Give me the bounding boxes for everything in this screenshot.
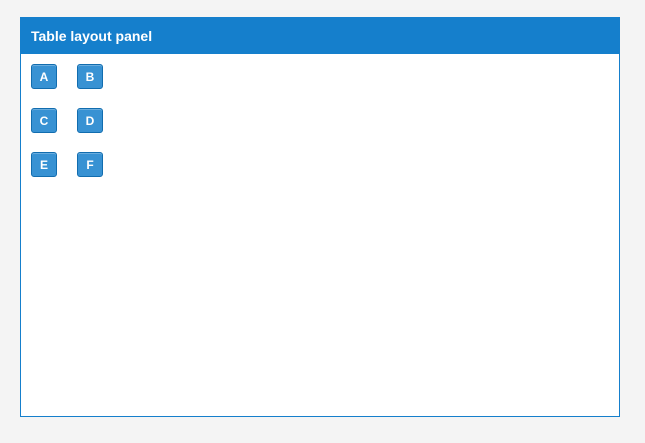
button-table: A B C D E F xyxy=(31,64,103,177)
button-a[interactable]: A xyxy=(31,64,57,89)
table-row: A B xyxy=(31,64,103,108)
button-d[interactable]: D xyxy=(77,108,103,133)
button-f[interactable]: F xyxy=(77,152,103,177)
table-row: C D xyxy=(31,108,103,152)
panel-header: Table layout panel xyxy=(21,18,619,54)
table-row: E F xyxy=(31,152,103,177)
button-c[interactable]: C xyxy=(31,108,57,133)
panel-title: Table layout panel xyxy=(31,28,153,44)
button-b[interactable]: B xyxy=(77,64,103,89)
button-e[interactable]: E xyxy=(31,152,57,177)
panel-body: A B C D E F xyxy=(21,54,619,177)
table-layout-panel: Table layout panel A B C D E F xyxy=(20,17,620,417)
